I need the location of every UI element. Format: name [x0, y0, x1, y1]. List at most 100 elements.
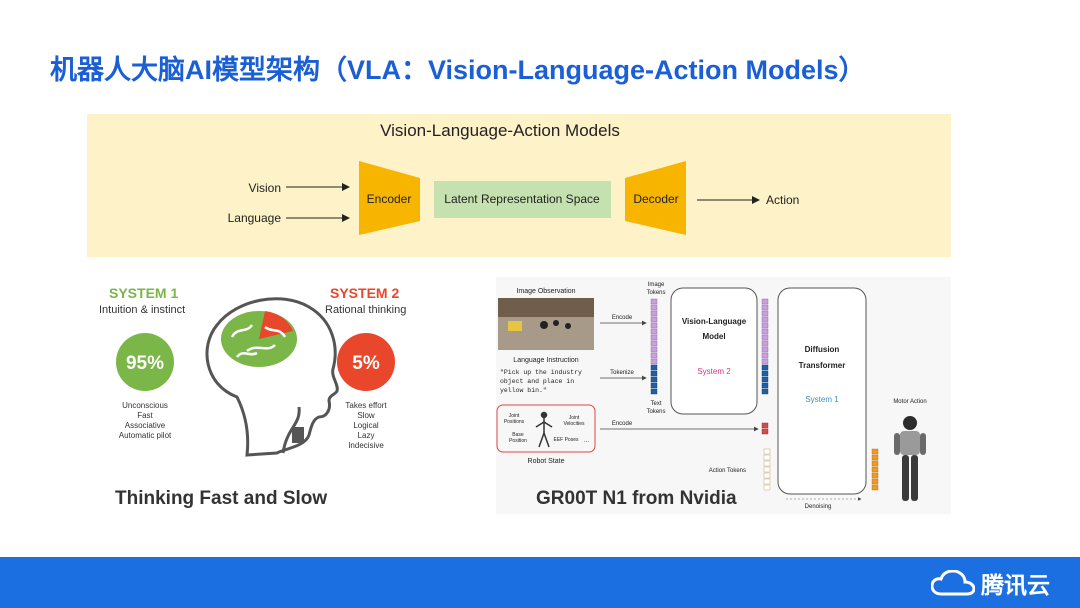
image-token	[650, 322, 658, 329]
head-silhouette-icon	[205, 297, 339, 457]
system1-subtitle: Intuition & instinct	[99, 304, 186, 316]
system2-tag: System 2	[697, 367, 731, 376]
image-token	[650, 340, 658, 347]
vlm-output-token	[761, 376, 769, 383]
vlm-block	[670, 287, 758, 415]
joint-velocities-label-1: Joint	[569, 415, 580, 421]
robot-state-label: Robot State	[528, 458, 565, 465]
text-tokens-label-2: Tokens	[646, 409, 665, 415]
text-token	[650, 370, 658, 377]
image-token	[650, 346, 658, 353]
encoder-block	[359, 161, 420, 235]
image-token	[650, 298, 658, 305]
photo-object-icon	[565, 323, 571, 329]
footer-bar	[0, 557, 1080, 608]
text-token	[650, 382, 658, 389]
instruction-line: yellow bin."	[500, 387, 547, 394]
image-token	[650, 304, 658, 311]
system2-title: SYSTEM 2	[330, 285, 400, 301]
latent-space-block	[434, 181, 611, 218]
robot-state-ellipsis: ...	[584, 438, 589, 444]
tokenize-label: Tokenize	[610, 370, 634, 376]
instruction-line: "Pick up the industry	[500, 369, 582, 376]
brain-slice-icon	[259, 311, 293, 339]
action-token	[763, 484, 771, 491]
image-token	[650, 358, 658, 365]
system1-trait: Unconscious	[122, 401, 168, 410]
action-token	[763, 460, 771, 467]
system1-trait: Fast	[137, 411, 153, 420]
vlm-output-token	[761, 298, 769, 305]
photo-yellow-bin-icon	[508, 321, 522, 331]
instruction-line: object and place in	[500, 378, 574, 385]
brand-name: 腾讯云	[981, 572, 1050, 598]
vlm-output-token	[761, 334, 769, 341]
system2-trait: Takes effort	[345, 401, 387, 410]
motor-action-label: Motor Action	[893, 399, 926, 405]
state-token	[761, 428, 769, 435]
system2-trait: Logical	[353, 421, 379, 430]
joint-velocities-label-2: Velocities	[563, 421, 585, 427]
system2-trait: Lazy	[357, 431, 375, 440]
vlm-output-token	[761, 328, 769, 335]
eef-poses-label: EEF Poses	[553, 437, 579, 443]
vlm-output-token	[761, 304, 769, 311]
action-token	[763, 448, 771, 455]
system1-percent: 95%	[126, 353, 164, 374]
vlm-output-token	[761, 316, 769, 323]
dt-label-1: Diffusion	[805, 345, 840, 354]
action-output-token	[871, 466, 879, 473]
encode-label-2: Encode	[612, 421, 633, 427]
vlm-output-token	[761, 340, 769, 347]
system2-percent: 5%	[352, 353, 380, 374]
groot-caption: GR00T N1 from Nvidia	[536, 488, 737, 509]
image-observation-label: Image Observation	[516, 288, 575, 295]
system1-trait: Associative	[124, 421, 166, 430]
joint-positions-label-2: Positions	[504, 419, 525, 425]
language-instruction-label: Language Instruction	[513, 357, 578, 364]
base-position-label-1: Base	[512, 432, 524, 438]
encode-label-1: Encode	[612, 315, 633, 321]
action-output-token	[871, 478, 879, 485]
system2-trait: Indecisive	[348, 441, 384, 450]
vlm-output-token	[761, 346, 769, 353]
image-tokens-label-1: Image	[648, 282, 665, 288]
vlm-output-token	[761, 382, 769, 389]
system1-title: SYSTEM 1	[109, 285, 179, 301]
system1-traits: Unconscious Fast Associative Automatic p…	[105, 401, 185, 441]
vla-diagram: Vision-Language-Action Models Vision Lan…	[87, 114, 951, 257]
decoder-label: Decoder	[633, 192, 678, 206]
base-position-label-2: Position	[509, 438, 527, 444]
action-token	[763, 454, 771, 461]
vlm-output-token	[761, 370, 769, 377]
brand-logo: 腾讯云	[931, 566, 1050, 600]
vla-input-language: Language	[228, 211, 282, 225]
vlm-label-2: Model	[702, 332, 725, 341]
action-output-token	[871, 448, 879, 455]
action-token	[763, 478, 771, 485]
action-output-token	[871, 460, 879, 467]
text-token	[650, 388, 658, 395]
decoder-block	[625, 161, 686, 235]
system2-trait: Slow	[357, 411, 375, 420]
image-token	[650, 316, 658, 323]
state-token	[761, 422, 769, 429]
fast-slow-caption: Thinking Fast and Slow	[115, 488, 328, 509]
photo-object-icon	[553, 320, 559, 326]
vlm-label-1: Vision-Language	[682, 317, 747, 326]
image-tokens-label-2: Tokens	[646, 290, 665, 296]
humanoid-robot-icon	[894, 416, 926, 501]
robot-state-box	[496, 404, 596, 453]
action-output-token	[871, 472, 879, 479]
system1-tag: System 1	[805, 395, 839, 404]
vlm-output-token	[761, 388, 769, 395]
vlm-output-token	[761, 310, 769, 317]
text-tokens-label-1: Text	[650, 401, 661, 407]
vlm-output-token	[761, 322, 769, 329]
vla-input-vision: Vision	[249, 181, 281, 195]
system1-trait: Automatic pilot	[118, 431, 172, 440]
latent-space-label: Latent Representation Space	[444, 192, 600, 206]
action-token	[763, 466, 771, 473]
denoising-label: Denoising	[805, 504, 832, 510]
system2-subtitle: Rational thinking	[325, 304, 407, 316]
